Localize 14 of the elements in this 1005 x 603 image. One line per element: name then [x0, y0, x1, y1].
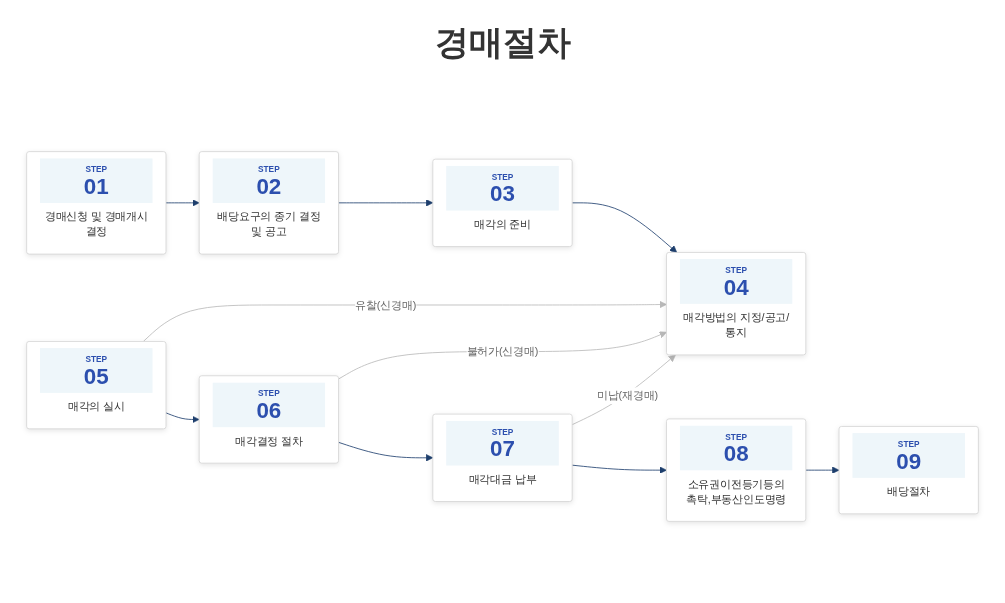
flowchart: 유찰(신경매) 불허가(신경매) 미납(재경매) STEP 01 경매신청 및 경매개시 결정 STEP 02 배당요구의 종기 결정 및 공고 STEP 03 매각의 준비 STEP 04 매각방법의 지정/공고/통지 STEP 05 매각의 실시 STEP 06 매각결정 절차 STEP 07 매각대금 납부 STEP 08 소유권이전등기등의 촉탁,부동산인도명령 STEP 09 배당절차 — [20, 84, 985, 589]
node-box — [666, 418, 807, 522]
node-box — [432, 413, 573, 502]
node-box — [432, 158, 573, 247]
node-box — [838, 426, 979, 515]
edge-label: 유찰(신경매) — [355, 298, 417, 312]
node-box — [666, 252, 807, 356]
node-box — [198, 151, 339, 255]
diagram-title: 경매절차 — [434, 22, 571, 63]
edge-label: 불허가(신경매) — [466, 345, 539, 358]
node-box — [26, 341, 167, 430]
edge-label: 미납(재경매) — [596, 389, 658, 402]
node-box — [26, 151, 167, 255]
node-box — [198, 375, 339, 464]
